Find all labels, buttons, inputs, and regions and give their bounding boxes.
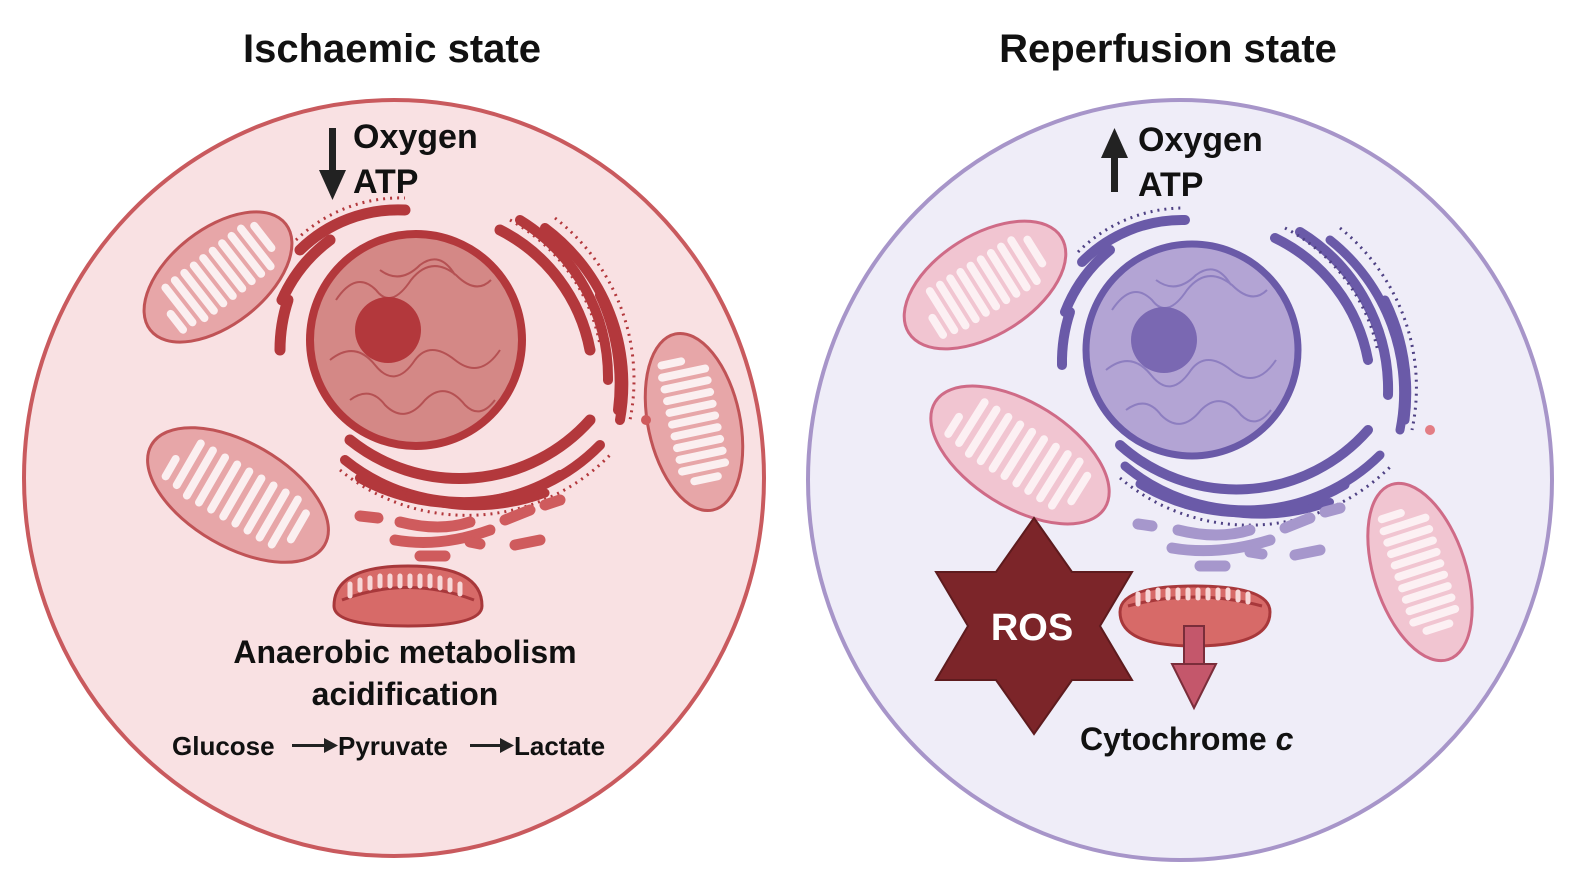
ros-label: ROS <box>991 607 1073 649</box>
ischaemic-cell: Oxygen ATP Anaerobic metabolism acidific… <box>22 98 766 858</box>
cytochrome-suffix: c <box>1276 721 1294 757</box>
mitochondrion-icon <box>902 219 1068 351</box>
mitochondrion-icon <box>146 426 330 564</box>
vesicle <box>641 415 651 425</box>
ribosome-dots <box>294 196 636 517</box>
mitochondrion-icon <box>1366 481 1474 663</box>
mitochondrion-icon <box>332 564 484 628</box>
pathway-lactate: Lactate <box>514 731 605 761</box>
ros-star-icon: ROS <box>934 516 1134 736</box>
metabolism-label: Anaerobic metabolism <box>233 634 576 670</box>
vesicle <box>1425 425 1435 435</box>
acidification-label: acidification <box>312 676 499 712</box>
cytochrome-word: Cytochrome <box>1080 721 1267 757</box>
atp-label: ATP <box>1138 166 1203 204</box>
nucleus <box>306 230 526 450</box>
endoplasmic-reticulum <box>274 204 629 511</box>
nucleus <box>1082 240 1302 460</box>
nucleolus <box>355 297 421 363</box>
oxygen-label: Oxygen <box>1138 121 1263 159</box>
cytochrome-label: Cytochrome c <box>1080 721 1294 757</box>
pathway-pyruvate: Pyruvate <box>338 731 448 761</box>
reperfusion-title: Reperfusion state <box>999 27 1337 71</box>
mitochondrion-icon <box>1118 584 1272 648</box>
reperfusion-cell: ROS Oxygen ATP Cytochrome c <box>806 98 1554 862</box>
arrow-down-icon <box>1170 625 1218 711</box>
arrow-right-icon <box>292 738 338 753</box>
oxygen-label: Oxygen <box>353 118 478 156</box>
arrow-up-icon <box>1101 128 1128 192</box>
atp-label: ATP <box>353 163 418 201</box>
mitochondrion-icon <box>142 210 294 344</box>
mitochondrion-icon <box>929 384 1111 526</box>
ischaemic-title: Ischaemic state <box>243 27 541 71</box>
ribosome-dots <box>1076 206 1418 527</box>
golgi-apparatus <box>354 494 566 562</box>
pathway-glucose: Glucose <box>172 731 275 761</box>
nucleolus <box>1131 307 1197 373</box>
arrow-right-icon <box>470 738 514 753</box>
endoplasmic-reticulum <box>1056 214 1412 519</box>
golgi-apparatus <box>1132 502 1346 572</box>
arrow-down-icon <box>319 128 346 200</box>
mitochondrion-icon <box>643 331 745 513</box>
